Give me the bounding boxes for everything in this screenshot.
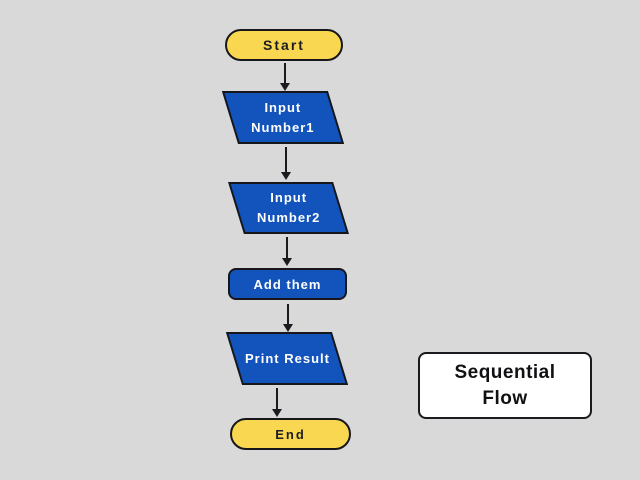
connector-arrow-output-to-end xyxy=(276,388,278,415)
connector-arrow-input2-to-process xyxy=(286,237,288,264)
input1-label-line1: Input xyxy=(264,99,302,115)
input2-node-label: Input Number2 xyxy=(257,188,320,228)
connector-arrow-start-to-input1 xyxy=(284,63,286,89)
process-node-label: Add them xyxy=(253,276,322,292)
input2-label-line1: Input xyxy=(270,190,307,205)
flowchart-node-print-result: Print Result xyxy=(225,332,349,385)
end-node-label: End xyxy=(275,426,306,442)
connector-arrow-input1-to-input2 xyxy=(285,147,287,178)
flowchart-node-end: End xyxy=(230,418,351,450)
input1-label-line2: Number1 xyxy=(251,119,315,135)
input2-label-line2: Number2 xyxy=(256,210,321,225)
flowchart-node-start: Start xyxy=(225,29,343,61)
flowchart-node-input-number2: Input Number2 xyxy=(228,182,349,234)
legend-line2: Flow xyxy=(482,387,528,409)
flowchart-node-add-them: Add them xyxy=(228,268,347,300)
legend-title-box: Sequential Flow xyxy=(418,352,592,419)
legend-line1: Sequential xyxy=(454,361,556,383)
input1-node-label: Input Number1 xyxy=(251,98,314,138)
start-node-label: Start xyxy=(263,37,305,53)
flowchart-node-input-number1: Input Number1 xyxy=(221,91,345,144)
connector-arrow-process-to-output xyxy=(287,304,289,330)
output-node-label: Print Result xyxy=(244,351,330,366)
